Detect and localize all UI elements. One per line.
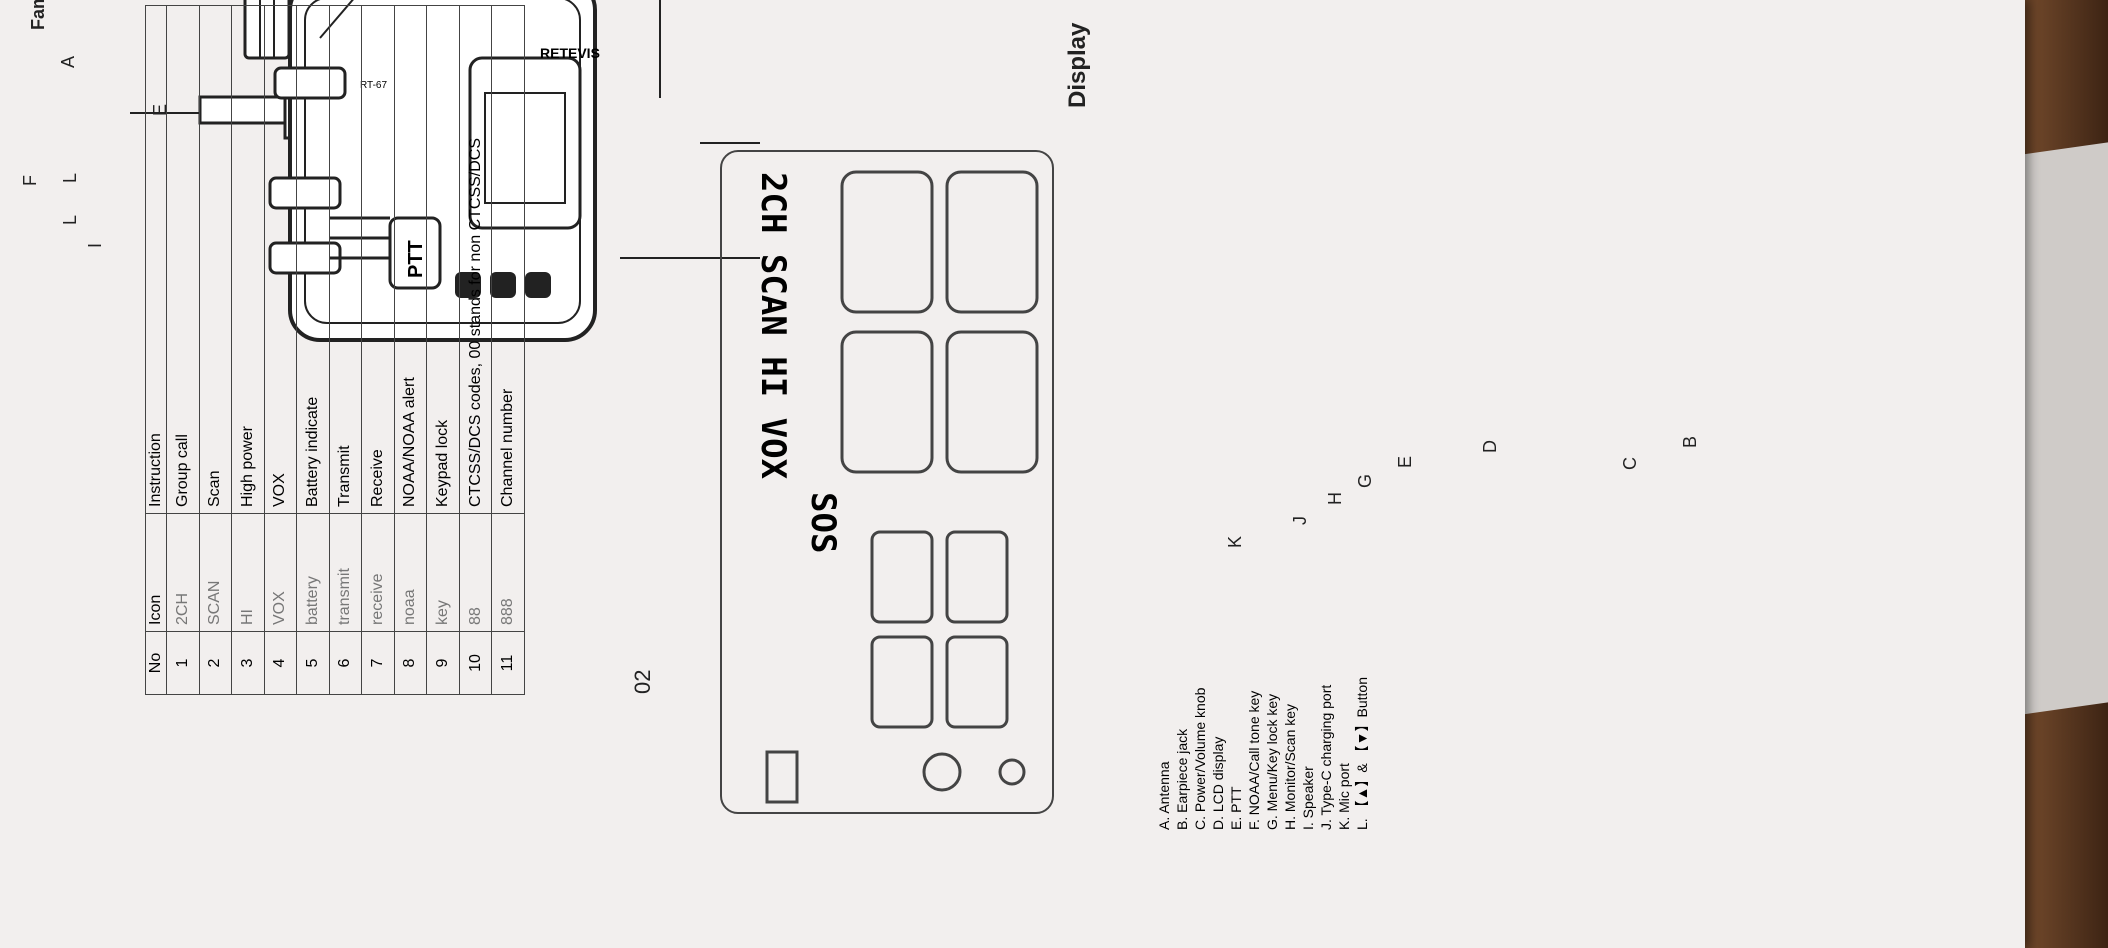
table-header-instruction: Instruction <box>145 5 167 514</box>
table-cell-no: 9 <box>426 631 460 695</box>
table-cell-icon: battery <box>296 513 330 632</box>
table-cell-instruction: Channel number <box>491 5 525 514</box>
legend-item: H. Monitor/Scan key <box>1282 703 1298 830</box>
rotated-page-content: Familiar with Radio RETEVIS PTT RT-67 <box>20 0 1700 694</box>
callout-l-top: L <box>60 172 80 183</box>
table-cell-icon: receive <box>361 513 395 632</box>
table-cell-instruction: Group call <box>166 5 200 514</box>
table-cell-icon: VOX <box>264 513 297 632</box>
table-cell-no: 3 <box>231 631 265 695</box>
lcd-display-illustration: 2CH SCAN HI VOX SOS <box>720 150 1054 814</box>
table-cell-instruction: Battery indicate <box>296 5 330 514</box>
noaa-icon <box>922 752 962 792</box>
lcd-window-shape <box>468 56 582 230</box>
table-cell-instruction: High power <box>231 5 265 514</box>
callout-a: A <box>58 55 78 68</box>
radio-brand: RETEVIS <box>540 45 600 61</box>
callout-c: C <box>1620 457 1640 470</box>
ptt-button-shape <box>388 216 442 290</box>
table-cell-instruction: Scan <box>199 5 232 514</box>
radio-diagram: RETEVIS PTT RT-67 <box>130 0 760 342</box>
table-cell-no: 2 <box>199 631 232 695</box>
lcd-top-row: 2CH SCAN HI VOX <box>753 172 793 480</box>
table-cell-no: 8 <box>394 631 427 695</box>
table-cell-icon: HI <box>231 513 265 632</box>
page-title: Familiar with Radio <box>28 0 49 30</box>
table-cell-instruction: Transmit <box>329 5 362 514</box>
table-cell-no: 7 <box>361 631 395 695</box>
legend-item: L. 【▲】& 【▼】Button <box>1354 677 1370 830</box>
key-icon <box>998 758 1026 786</box>
legend-item: I. Speaker <box>1300 766 1316 830</box>
table-cell-no: 6 <box>329 631 362 695</box>
manual-page: Familiar with Radio RETEVIS PTT RT-67 <box>0 0 2025 948</box>
lcd-sos: SOS <box>803 492 843 553</box>
page-number: 02 <box>630 669 655 694</box>
table-cell-no: 10 <box>459 631 492 695</box>
legend-item: E. PTT <box>1228 786 1244 830</box>
table-header-no: No <box>145 631 167 695</box>
legend-item: F. NOAA/Call tone key <box>1246 690 1262 830</box>
legend-item: B. Earpiece jack <box>1174 728 1190 830</box>
legend-item: J. Type-C charging port <box>1318 684 1334 830</box>
legend-item: D. LCD display <box>1210 736 1226 830</box>
table-cell-icon: transmit <box>329 513 362 632</box>
table-cell-instruction: Receive <box>361 5 395 514</box>
callout-i: I <box>85 242 105 248</box>
legend-item: G. Menu/Key lock key <box>1264 693 1280 830</box>
display-heading: Display <box>1064 22 1091 108</box>
table-cell-instruction: VOX <box>264 5 297 514</box>
callout-d: D <box>1480 440 1500 453</box>
table-cell-icon: noaa <box>394 513 427 632</box>
table-header-icon: Icon <box>145 513 167 632</box>
table-cell-instruction: Keypad lock <box>426 5 460 514</box>
ptt-label: PTT <box>405 240 427 278</box>
table-cell-no: 11 <box>491 631 525 695</box>
radio-model: RT-67 <box>360 80 387 91</box>
table-cell-no: 5 <box>296 631 330 695</box>
table-cell-icon: 88 <box>459 513 492 632</box>
callout-b: B <box>1680 435 1700 448</box>
battery-icon <box>765 750 799 804</box>
table-cell-no: 4 <box>264 631 297 695</box>
table-cell-instruction: CTCSS/DCS codes, 00 stands for non CTCSS… <box>459 5 492 514</box>
table-cell-icon: key <box>426 513 460 632</box>
table-cell-instruction: NOAA/NOAA alert <box>394 5 427 514</box>
callout-l-mid: L <box>60 214 80 225</box>
table-cell-icon: 888 <box>491 513 525 632</box>
table-cell-no: 1 <box>166 631 200 695</box>
lcd-display-svg: 2CH SCAN HI VOX SOS <box>753 170 1039 804</box>
callout-f: F <box>20 175 40 186</box>
legend-item: K. Mic port <box>1336 763 1352 830</box>
legend-item: A. Antenna <box>1156 761 1172 830</box>
legend-item: C. Power/Volume knob <box>1192 687 1208 830</box>
table-cell-icon: 2CH <box>166 513 200 632</box>
table-cell-icon: SCAN <box>199 513 232 632</box>
